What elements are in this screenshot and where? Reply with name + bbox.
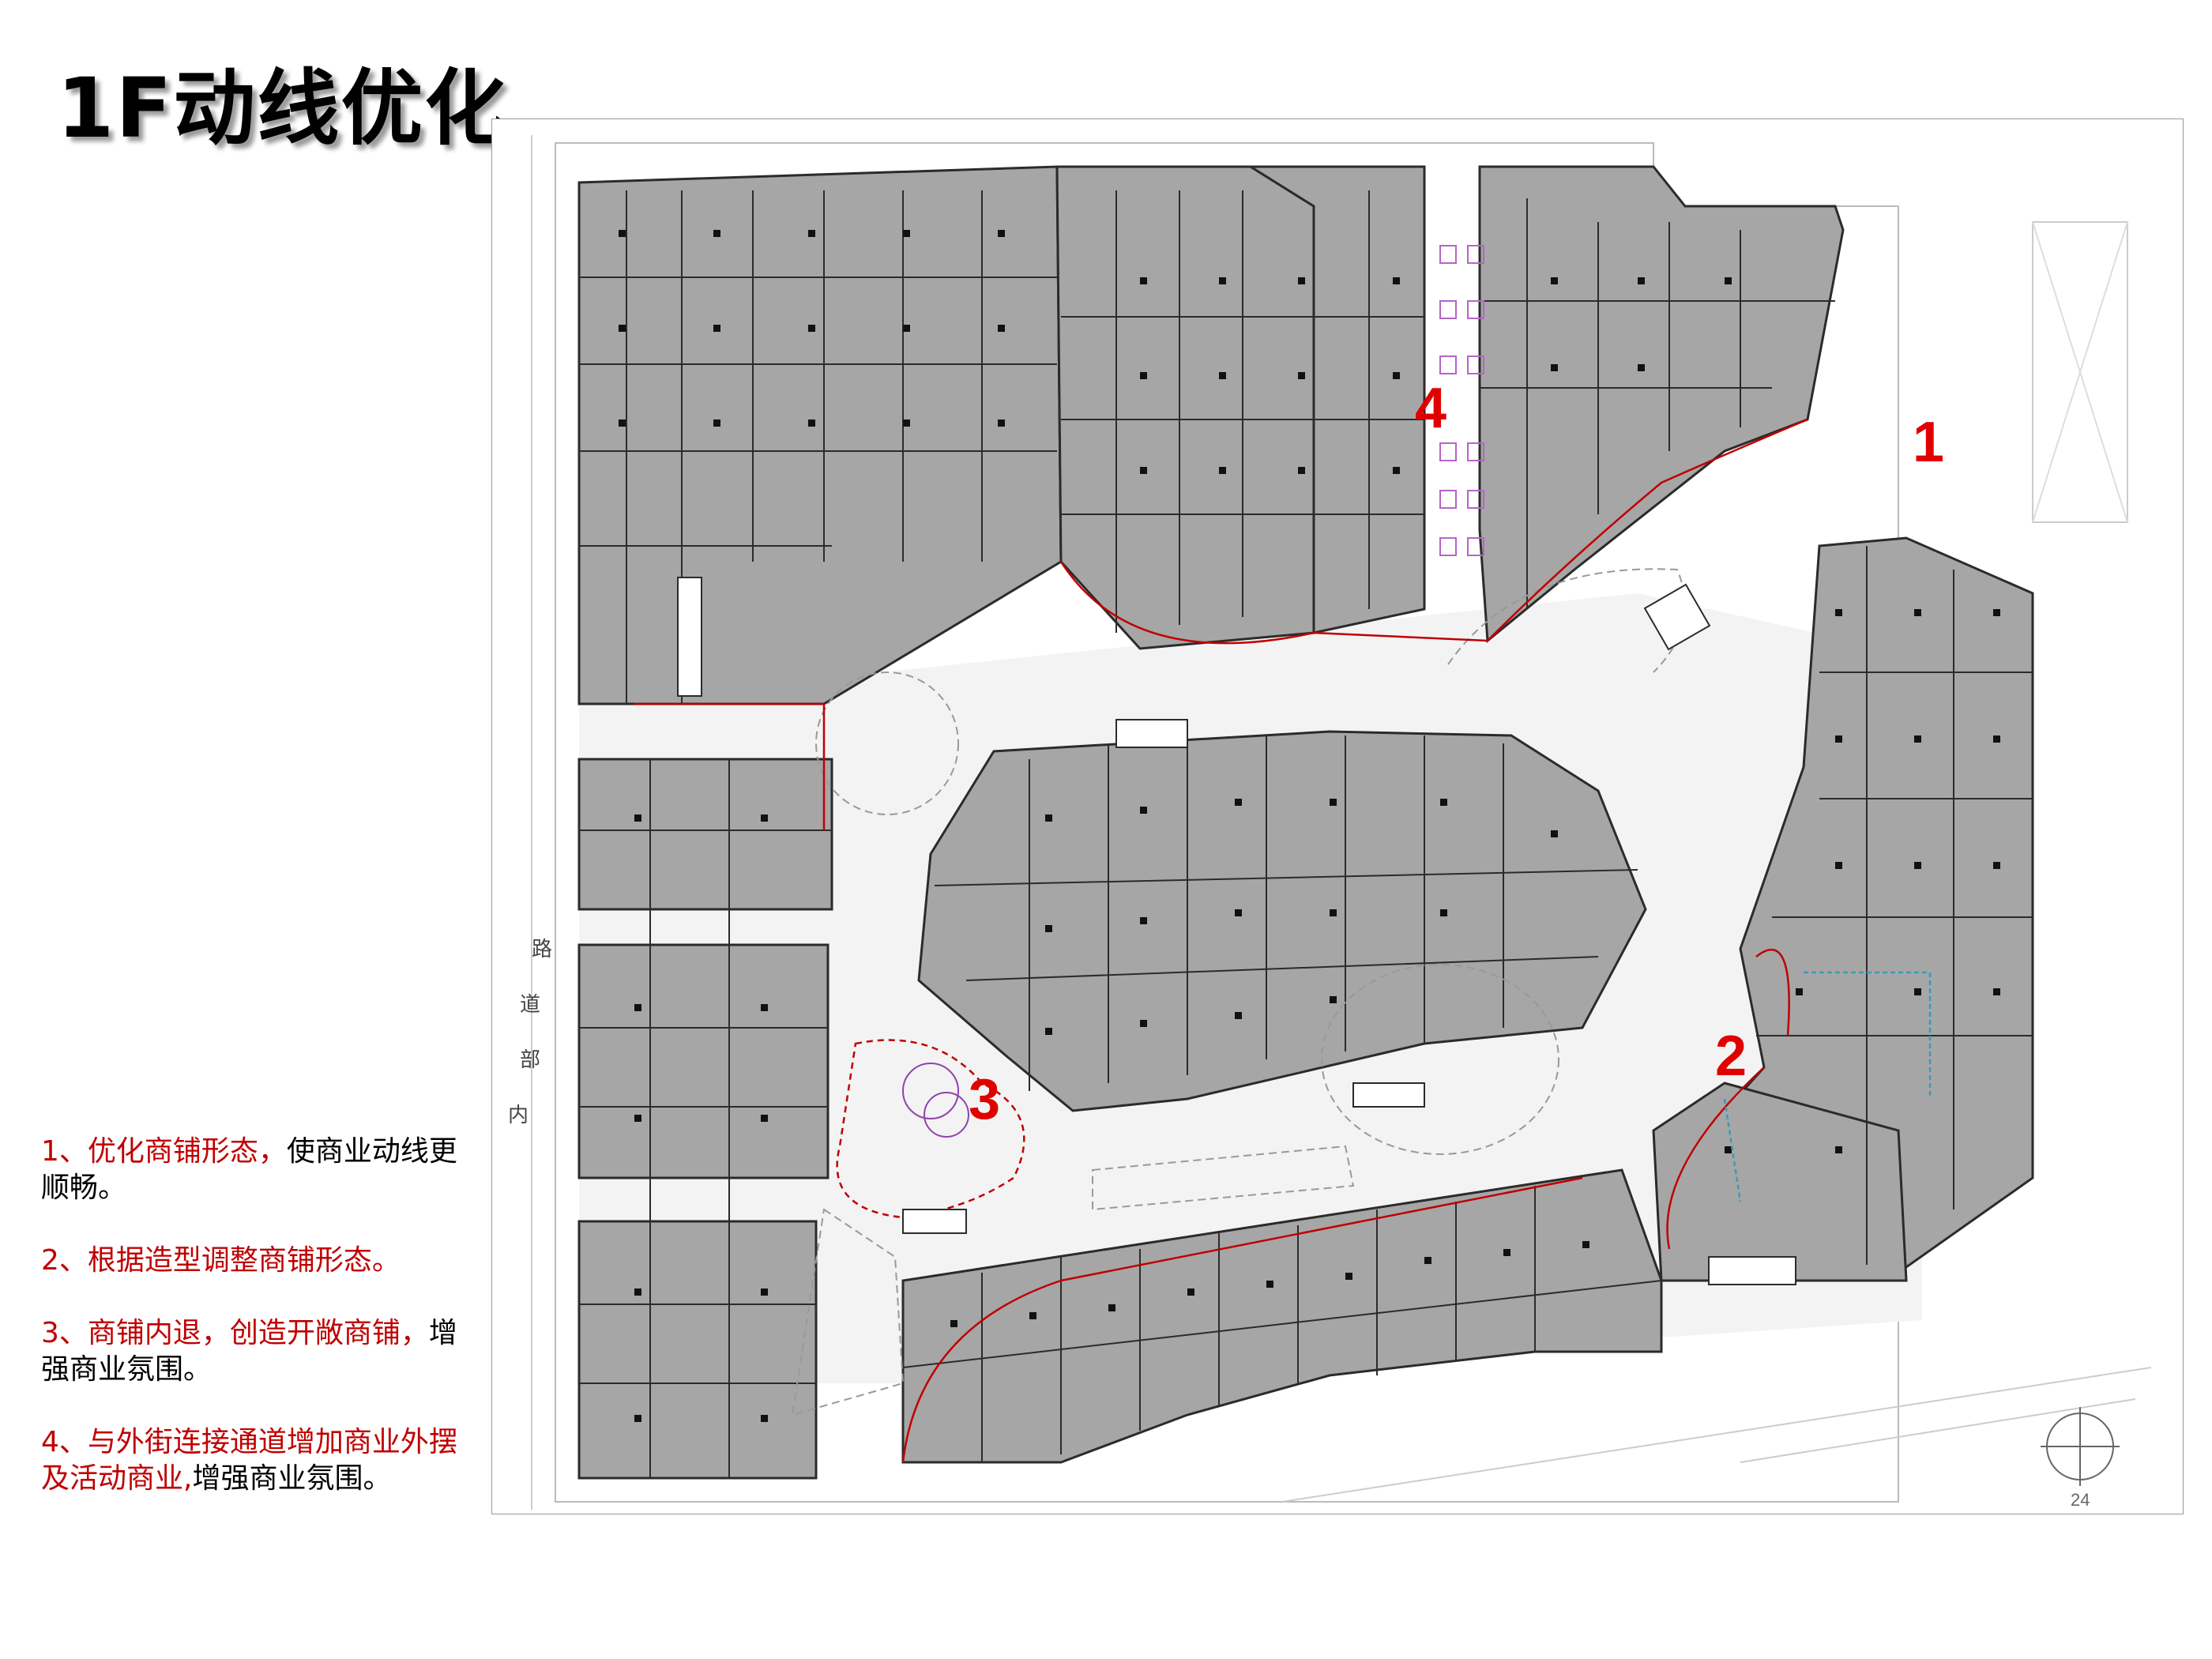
zone-marker-2: 2 bbox=[1715, 1025, 1747, 1088]
shop-block-left-2 bbox=[577, 943, 830, 1179]
page-title: 1F动线优化 bbox=[57, 60, 509, 156]
note-3: 3、商铺内退，创造开敞商铺，增强商业氛围。 bbox=[41, 1315, 483, 1388]
zone-3-circles bbox=[902, 1063, 969, 1138]
notes-list: 1、优化商铺形态，使商业动线更顺畅。 2、根据造型调整商铺形态。 3、商铺内退，… bbox=[41, 1134, 483, 1533]
activity-pods bbox=[1439, 245, 1484, 556]
shop-block-left-3 bbox=[577, 1220, 818, 1480]
floor-plan-drawing bbox=[531, 135, 2152, 1510]
optimized-outlines bbox=[634, 418, 1808, 1463]
note-1-highlight: 1、优化商铺形态， bbox=[41, 1135, 287, 1168]
shop-block-left-1 bbox=[577, 758, 833, 911]
shop-block-top-center-a bbox=[1055, 165, 1315, 650]
floor-plan: 1 2 3 4 内 部 道 路 24 bbox=[491, 118, 2184, 1514]
page-number: 24 bbox=[2071, 1490, 2090, 1510]
site-boundary bbox=[531, 135, 2152, 1510]
shop-blocks bbox=[577, 165, 2034, 1480]
note-4-highlight: 4、与外街连接通道增加商业外摆及活动商业, bbox=[41, 1426, 457, 1495]
zone-marker-3: 3 bbox=[969, 1068, 1001, 1131]
road-label-1: 内 bbox=[508, 1104, 529, 1127]
road-label-3: 道 bbox=[520, 993, 541, 1017]
note-4: 4、与外街连接通道增加商业外摆及活动商业,增强商业氛围。 bbox=[41, 1424, 483, 1497]
note-1-text: 使商业动线更顺畅。 bbox=[41, 1135, 457, 1204]
shop-block-center-island bbox=[917, 730, 1647, 1112]
zone-3-outline bbox=[836, 1039, 1025, 1219]
plaza-outlines bbox=[791, 568, 1686, 1416]
note-3-text: 增强商业氛围。 bbox=[41, 1317, 457, 1386]
note-4-text: 增强商业氛围。 bbox=[192, 1462, 392, 1495]
compass-icon bbox=[2041, 1407, 2120, 1486]
note-2-highlight: 2、根据造型调整商铺形态。 bbox=[41, 1244, 401, 1277]
shop-block-top-left bbox=[577, 165, 1063, 705]
internal-partitions bbox=[579, 190, 2033, 1478]
escalators bbox=[677, 577, 1796, 1285]
note-1: 1、优化商铺形态，使商业动线更顺畅。 bbox=[41, 1134, 483, 1206]
structural-columns bbox=[619, 230, 2000, 1422]
shop-block-top-center-b bbox=[1246, 165, 1426, 634]
zone-marker-4: 4 bbox=[1415, 377, 1447, 440]
shop-block-right-lower bbox=[1652, 1082, 1908, 1282]
road-label-2: 部 bbox=[520, 1048, 541, 1072]
note-2: 2、根据造型调整商铺形态。 bbox=[41, 1243, 483, 1279]
zone-marker-1: 1 bbox=[1913, 411, 1945, 474]
road-label-4: 路 bbox=[532, 938, 553, 961]
note-3-highlight: 3、商铺内退，创造开敞商铺， bbox=[41, 1317, 429, 1349]
zone-2-guides bbox=[1723, 971, 1932, 1202]
